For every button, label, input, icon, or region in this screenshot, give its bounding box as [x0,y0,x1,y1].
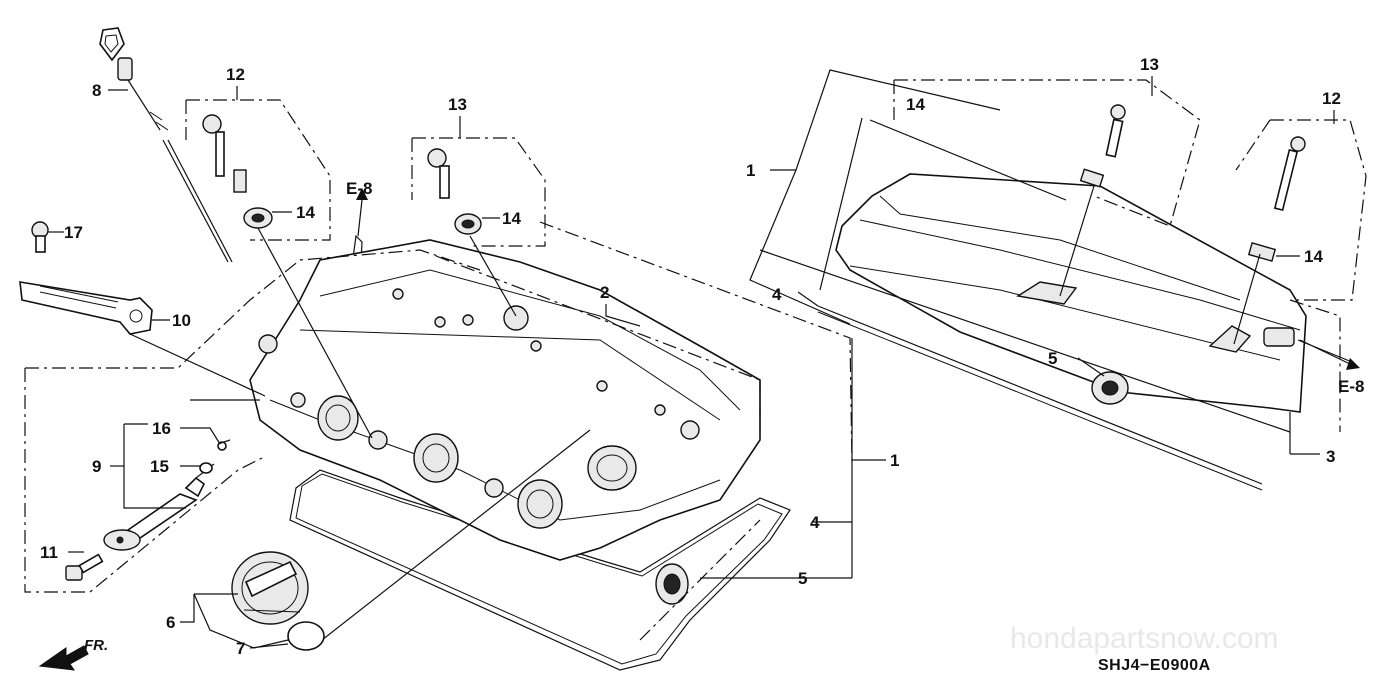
callout-4-rear[interactable]: 4 [772,285,782,304]
valve-cover-front[interactable] [249,239,791,671]
callout-14-center[interactable]: 14 [502,209,521,228]
bolt-group-12-left[interactable] [185,99,331,241]
bolt-17[interactable] [31,221,64,253]
oil-filler-cap-6[interactable] [231,551,309,625]
callout-2[interactable]: 2 [600,283,609,302]
bolt-group-13-center[interactable] [411,137,546,247]
callout-8[interactable]: 8 [92,81,101,100]
callout-13-center[interactable]: 13 [448,95,467,114]
callout-14-left[interactable]: 14 [296,203,315,222]
callout-9[interactable]: 9 [92,457,101,476]
o-ring-7[interactable] [287,621,325,651]
callout-5-rear[interactable]: 5 [1048,349,1057,368]
dipstick-part[interactable] [99,27,233,263]
o-ring-15[interactable] [199,462,213,474]
o-ring-16[interactable] [217,439,231,451]
callout-4-front[interactable]: 4 [810,513,820,532]
callout-14-right-bottom[interactable]: 14 [1304,247,1323,266]
callout-e8-left[interactable]: E-8 [346,179,372,198]
callout-5-front[interactable]: 5 [798,569,807,588]
watermark: hondapartsnow.com [1010,622,1279,655]
diagram-code: SHJ4−E0900A [1098,657,1211,674]
callout-16[interactable]: 16 [152,419,171,438]
front-direction-label: FR. [84,637,108,654]
callout-17[interactable]: 17 [64,223,83,242]
callout-15[interactable]: 15 [150,457,169,476]
bolt-group-12-right[interactable] [1235,119,1367,301]
bolt-11[interactable] [65,553,104,581]
callout-12-right[interactable]: 12 [1322,89,1341,108]
bracket-10[interactable] [19,281,170,335]
bolt-group-13-right[interactable] [893,79,1201,227]
callout-1-rear[interactable]: 1 [746,161,755,180]
callout-e8-right[interactable]: E-8 [1338,377,1364,396]
front-direction-arrow: FR. [38,637,108,671]
callout-14-right-top[interactable]: 14 [906,95,925,114]
callout-13-right[interactable]: 13 [1140,55,1159,74]
valve-cover-rear[interactable] [817,173,1307,491]
callout-12-left[interactable]: 12 [226,65,245,84]
callout-11[interactable]: 11 [40,543,58,562]
callout-7[interactable]: 7 [236,639,245,658]
callout-10[interactable]: 10 [172,311,191,330]
callout-6[interactable]: 6 [166,613,175,632]
callout-1-front[interactable]: 1 [890,451,899,470]
oil-separator-9[interactable] [103,463,215,551]
callout-3[interactable]: 3 [1326,447,1335,466]
